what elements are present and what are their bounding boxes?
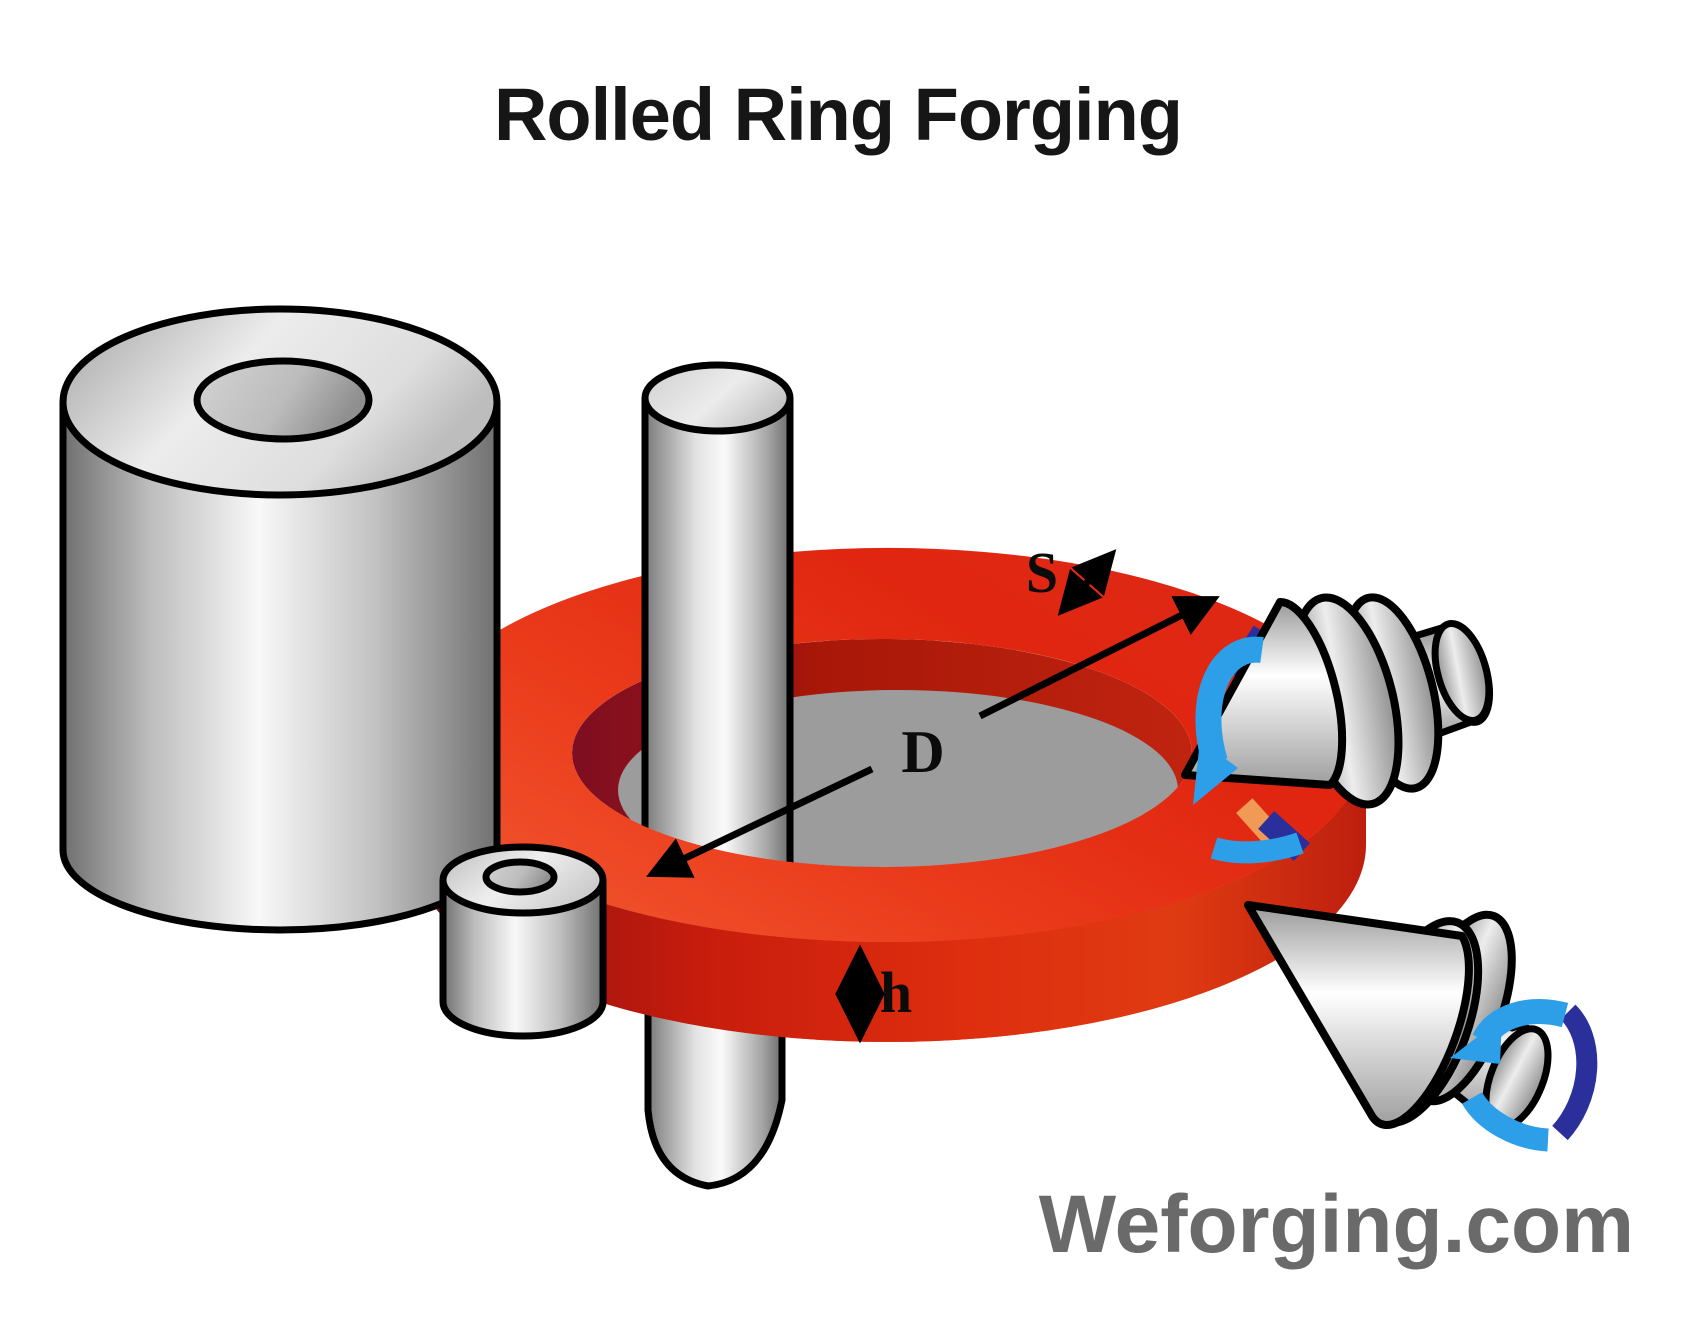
hollow-billet-cylinder bbox=[59, 305, 501, 934]
dimension-arrow-wall-thickness bbox=[1057, 549, 1117, 616]
lower-roll-cone bbox=[1244, 901, 1473, 1129]
pierced-billet-hole bbox=[482, 858, 558, 896]
dimension-annotations bbox=[646, 549, 1220, 1044]
label-diameter: D bbox=[901, 719, 944, 785]
lower-rotation-arrow-return bbox=[1462, 1091, 1549, 1152]
label-height: h bbox=[880, 960, 912, 1025]
billet-hole bbox=[193, 357, 373, 443]
watermark: Weforging.com bbox=[1039, 1179, 1634, 1270]
upper-roll-cone bbox=[1181, 597, 1347, 789]
upper-roll-shaft-end bbox=[1431, 619, 1493, 725]
page-title: Rolled Ring Forging bbox=[494, 73, 1182, 156]
upper-rotation-arrowhead bbox=[1193, 740, 1238, 805]
lower-rotation-arrow-back bbox=[1552, 1004, 1598, 1141]
lower-rotation-arrowhead bbox=[1450, 1018, 1502, 1064]
upper-rotation-arrow bbox=[1195, 636, 1264, 766]
pierced-billet-cylinder bbox=[439, 843, 607, 1040]
upper-rotation-arrow-return bbox=[1210, 832, 1304, 864]
lower-axial-roll bbox=[1244, 901, 1598, 1152]
mandrel bbox=[641, 361, 794, 898]
upper-axial-roll bbox=[1181, 593, 1494, 864]
label-wall-thickness: S bbox=[1026, 540, 1058, 605]
dimension-arrow-diameter-lower bbox=[646, 765, 874, 878]
dimension-arrow-diameter-upper bbox=[978, 595, 1220, 720]
